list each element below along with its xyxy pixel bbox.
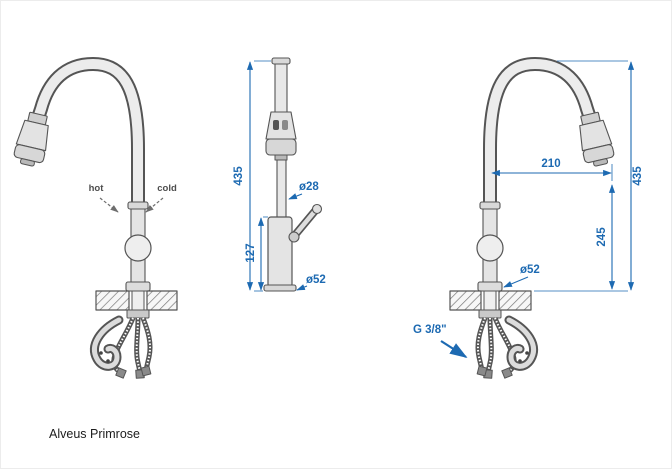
hot-arrow bbox=[99, 197, 119, 213]
dim-spout-clearance: 245 bbox=[596, 227, 608, 247]
dim-base-diameter-side: ø52 bbox=[306, 274, 326, 286]
side-neck-tube bbox=[274, 63, 288, 113]
dim-body-height: 127 bbox=[245, 243, 257, 262]
through-shank-r bbox=[483, 290, 497, 311]
countertop-right-r bbox=[498, 290, 532, 311]
countertop-left-r bbox=[449, 290, 482, 311]
dim-spout-diameter: ø28 bbox=[299, 181, 319, 193]
faucet-rear-view: 210 435 245 ø52 G 3/8" bbox=[413, 57, 644, 379]
side-hose-pipe bbox=[276, 159, 287, 218]
leader-o28 bbox=[288, 193, 303, 200]
handle-knob bbox=[311, 203, 323, 215]
countertop-left bbox=[95, 290, 130, 311]
cold-arrow bbox=[145, 197, 164, 213]
leader-g38 bbox=[440, 340, 468, 358]
hose-hook bbox=[90, 315, 124, 371]
joint-sphere-r bbox=[476, 234, 504, 262]
spray-head-r bbox=[579, 111, 615, 167]
spray-head bbox=[13, 111, 49, 167]
faucet-side-view: 435 127 ø28 ø52 bbox=[233, 57, 326, 292]
spray-button-2 bbox=[282, 120, 288, 130]
body-cap-r bbox=[479, 201, 501, 210]
mounting-nut-r bbox=[478, 309, 502, 319]
leader-o52-rear bbox=[503, 276, 529, 288]
handle-lever-fill bbox=[292, 208, 318, 238]
mounting-nut bbox=[126, 309, 150, 319]
joint-sphere bbox=[124, 234, 152, 262]
cold-label: cold bbox=[157, 183, 177, 194]
gooseneck-spout-fill-r bbox=[485, 59, 596, 214]
faucet-front-view: hot cold bbox=[13, 57, 178, 379]
leader-o52-side bbox=[296, 284, 308, 291]
product-title: Alveus Primrose bbox=[49, 427, 140, 441]
side-base-flange bbox=[263, 284, 297, 292]
supply-hoses-r bbox=[475, 317, 517, 379]
through-shank bbox=[131, 290, 145, 311]
side-body bbox=[267, 216, 293, 288]
supply-hoses bbox=[111, 317, 153, 379]
dim-base-diameter-rear: ø52 bbox=[520, 264, 540, 276]
side-top-cap bbox=[271, 57, 291, 65]
hot-label: hot bbox=[89, 183, 105, 194]
base-flange-r bbox=[477, 281, 503, 292]
dim-supply-thread: G 3/8" bbox=[413, 324, 447, 336]
dim-total-height-side: 435 bbox=[233, 166, 245, 186]
dim-spout-reach: 210 bbox=[541, 158, 560, 170]
hose-hook-r bbox=[504, 315, 538, 371]
side-spray-tip bbox=[274, 154, 288, 161]
handle-base bbox=[288, 231, 300, 243]
side-spray-body bbox=[265, 138, 297, 156]
side-spray-cone bbox=[265, 111, 297, 140]
countertop-right bbox=[146, 290, 178, 311]
body-cap bbox=[127, 201, 149, 210]
dim-total-height-rear: 435 bbox=[632, 166, 644, 186]
gooseneck-spout-fill bbox=[32, 59, 143, 214]
spray-button-1 bbox=[273, 120, 279, 130]
base-flange bbox=[125, 281, 151, 292]
